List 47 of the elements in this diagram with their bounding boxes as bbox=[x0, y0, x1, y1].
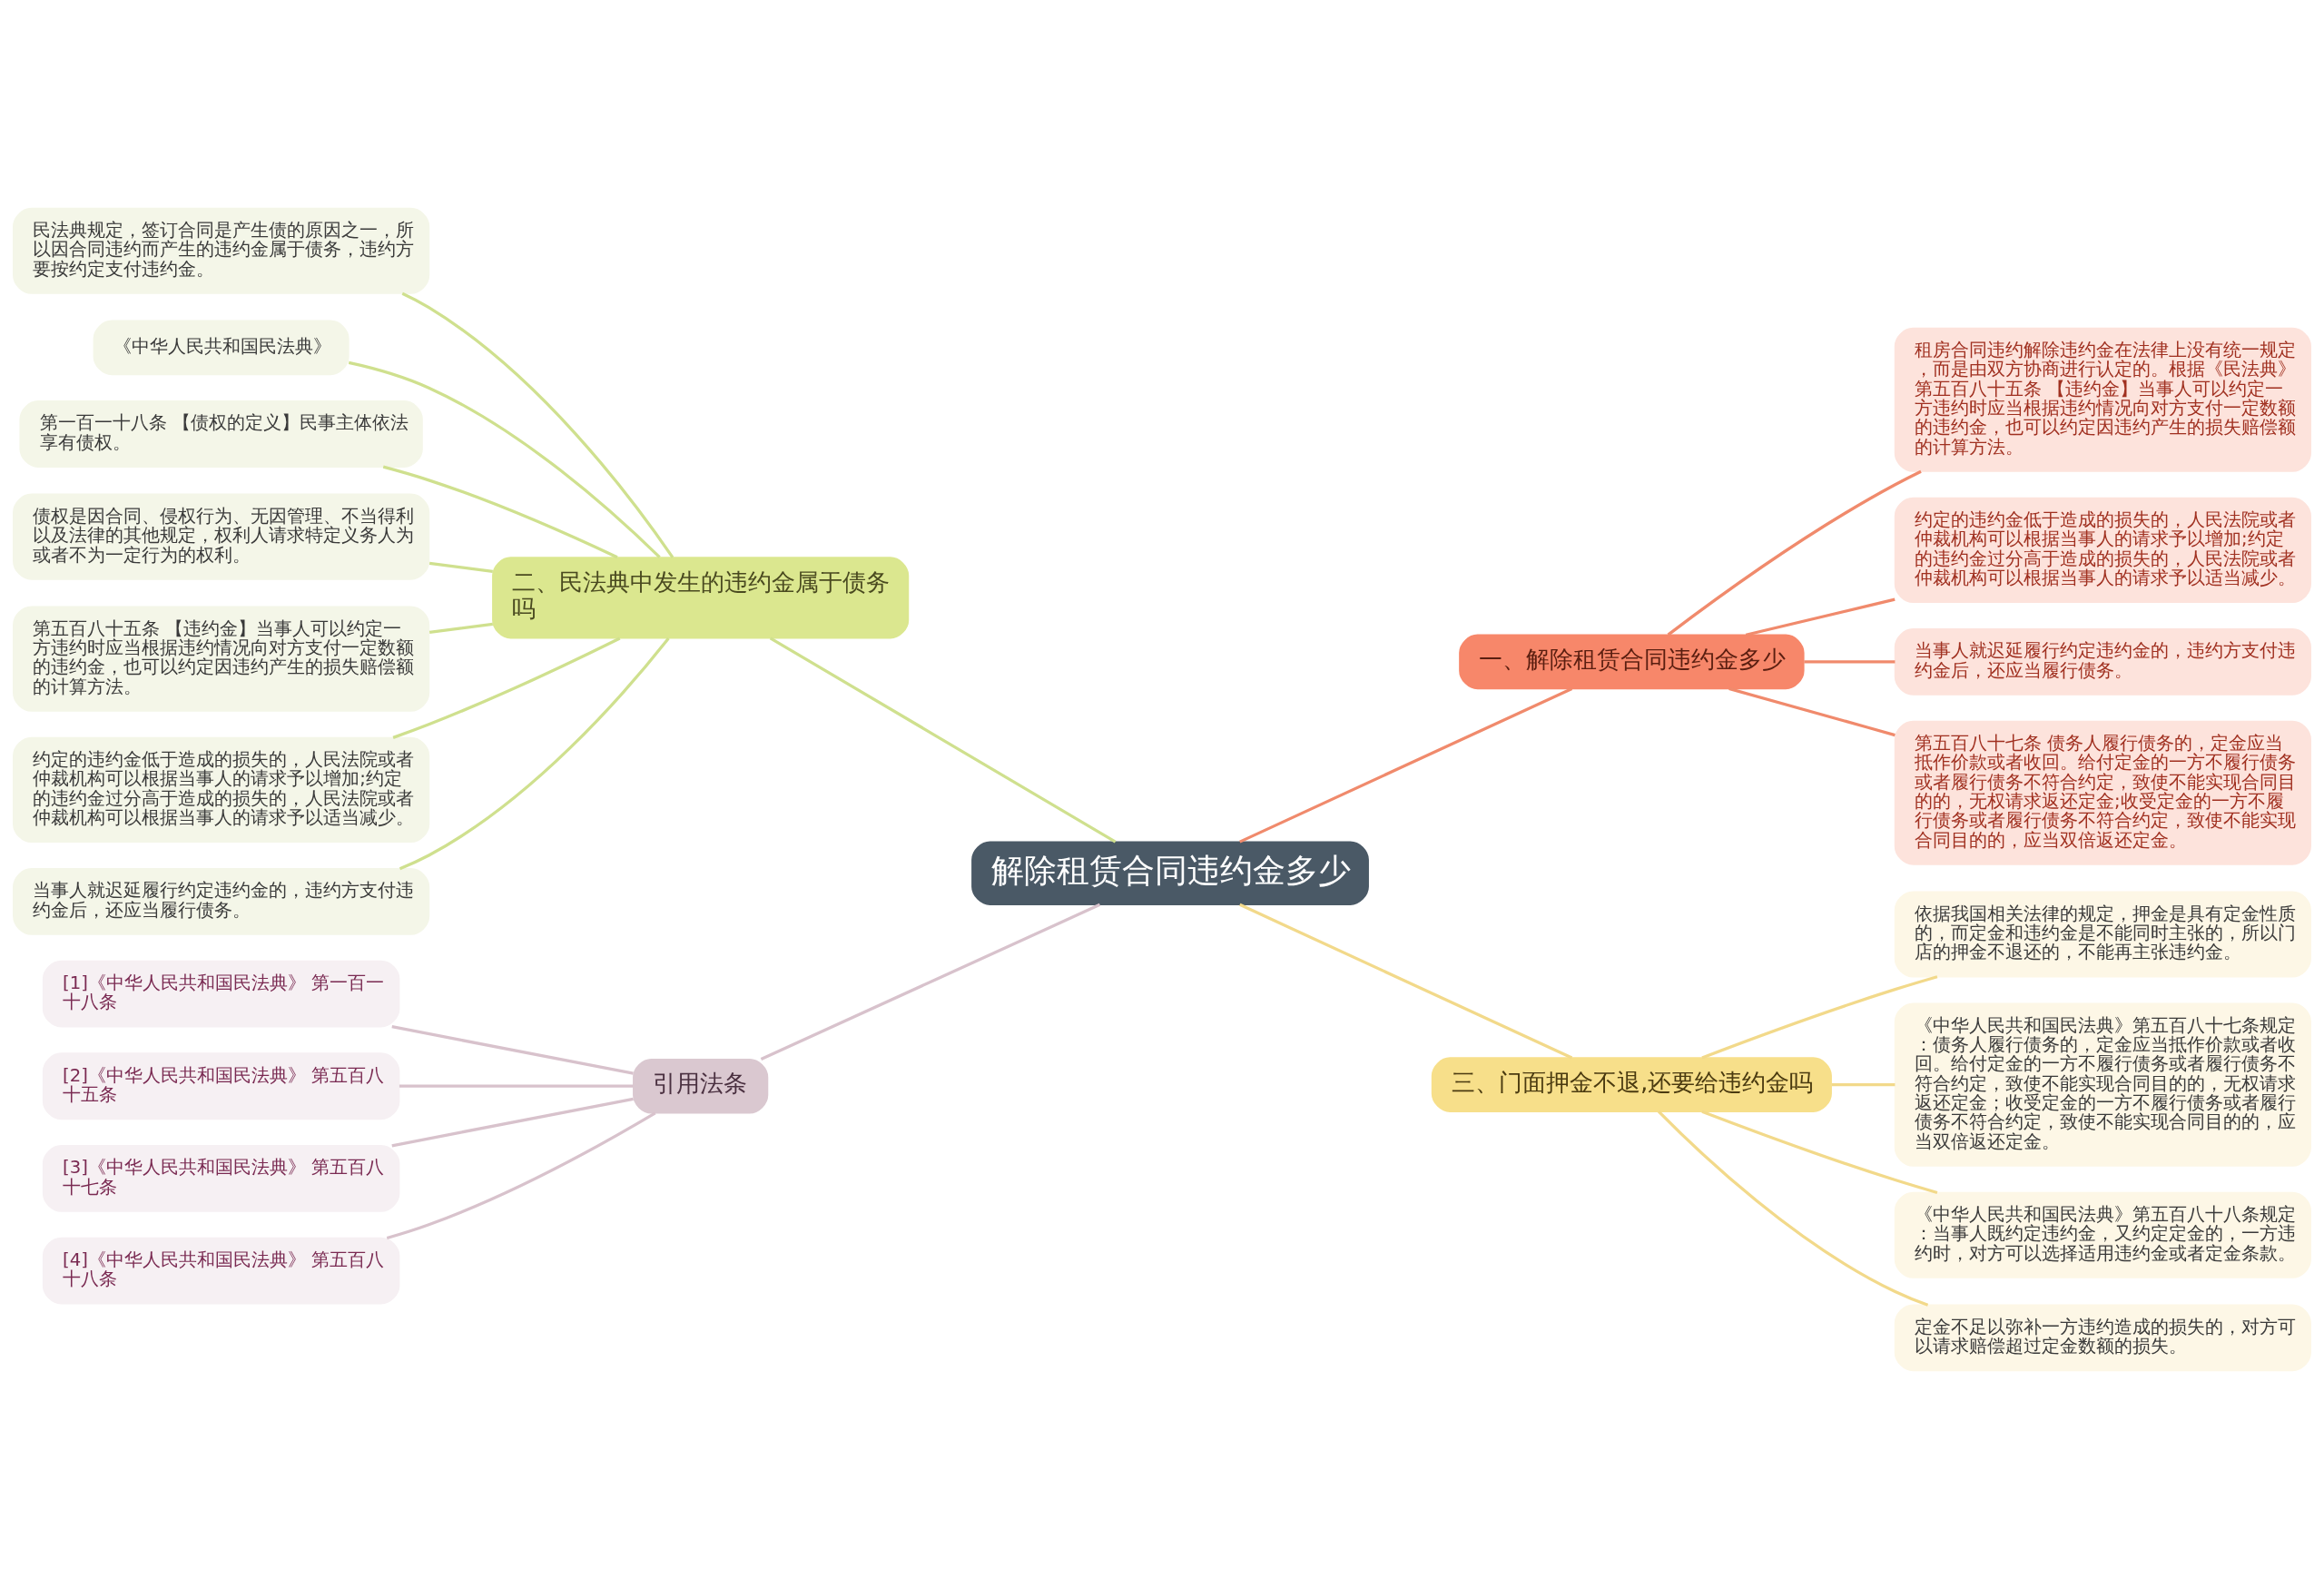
node-box: 解除租赁合同违约金多少 bbox=[971, 841, 1369, 905]
node-box: [4]《中华人民共和国民法典》 第五百八十八条 bbox=[42, 1237, 400, 1305]
connector bbox=[1728, 686, 1896, 737]
connector bbox=[1701, 975, 1938, 1060]
connector bbox=[391, 1025, 634, 1075]
node-box: 租房合同违约解除违约金在法律上没有统一规定，而是由双方协商进行认定的。根据《民法典》第五百八十五条 【违约金】当事人可以约定一方违约时应当根据违约情况向对方支付一定数额的违约金，也可以约定因违约产生的损失赔偿额的计算方法。 bbox=[1894, 327, 2311, 472]
connector bbox=[348, 360, 661, 558]
connector bbox=[399, 637, 670, 871]
connector bbox=[1239, 903, 1573, 1060]
connector bbox=[386, 1111, 656, 1240]
node-box: 当事人就迟延履行约定违约金的，违约方支付违约金后，还应当履行债务。 bbox=[1894, 628, 2311, 696]
node-box: [3]《中华人民共和国民法典》 第五百八十七条 bbox=[42, 1145, 400, 1212]
connector bbox=[1745, 597, 1896, 637]
node-box: 《中华人民共和国民法典》第五百八十八条规定：当事人既约定违约金，又约定定金的，一方违约时，对方可以选择适用违约金或者定金条款。 bbox=[1894, 1191, 2311, 1278]
node-box: 债权是因合同、侵权行为、无因管理、不当得利以及法律的其他规定，权利人请求特定义务人为或者不为一定行为的权利。 bbox=[13, 493, 430, 580]
connector bbox=[1657, 1110, 1929, 1307]
node-box: 定金不足以弥补一方违约造成的损失的，对方可以请求赔偿超过定金数额的损失。 bbox=[1894, 1304, 2311, 1372]
connector bbox=[760, 903, 1101, 1061]
node-box: 第五百八十七条 债务人履行债务的，定金应当抵作价款或者收回。给付定金的一方不履行债务或者履行债务不符合约定，致使不能实现合同目的的，无权请求返还定金;收受定金的一方不履行债务或者履行债务不符合约定，致使不能实现合同目的的，应当双倍返还定金。 bbox=[1894, 720, 2311, 865]
node-box: 引用法条 bbox=[633, 1058, 769, 1114]
connector bbox=[401, 291, 675, 558]
node-box: 约定的违约金低于造成的损失的，人民法院或者仲裁机构可以根据当事人的请求予以增加;约定的违约金过分高于造成的损失的，人民法院或者仲裁机构可以根据当事人的请求予以适当减少。 bbox=[13, 736, 430, 844]
connector bbox=[1239, 687, 1573, 844]
connector bbox=[399, 1084, 634, 1088]
connector bbox=[1701, 1110, 1938, 1195]
node-box: 第五百八十五条 【违约金】当事人可以约定一方违约时应当根据违约情况向对方支付一定数额的违约金，也可以约定因违约产生的损失赔偿额的计算方法。 bbox=[13, 606, 430, 712]
node-box: 民法典规定，签订合同是产生债的原因之一，所以因合同违约而产生的违约金属于债务，违约方要按约定支付违约金。 bbox=[13, 207, 430, 294]
node-box: 约定的违约金低于造成的损失的，人民法院或者仲裁机构可以根据当事人的请求予以增加;约定的违约金过分高于造成的损失的，人民法院或者仲裁机构可以根据当事人的请求予以适当减少。 bbox=[1894, 497, 2311, 604]
connector bbox=[428, 561, 493, 573]
connector bbox=[769, 637, 1117, 844]
node-box: [2]《中华人民共和国民法典》 第五百八十五条 bbox=[42, 1052, 400, 1120]
connector bbox=[1831, 1082, 1896, 1087]
node-box: [1]《中华人民共和国民法典》 第一百一十八条 bbox=[42, 960, 400, 1028]
node-box: 二、民法典中发生的违约金属于债务吗 bbox=[492, 557, 910, 639]
connector bbox=[382, 465, 618, 559]
connector bbox=[1804, 660, 1896, 664]
connector bbox=[392, 637, 621, 739]
node-box: 第一百一十八条 【债权的定义】民事主体依法享有债权。 bbox=[19, 400, 423, 468]
node-box: 《中华人民共和国民法典》 bbox=[93, 320, 350, 376]
node-box: 当事人就迟延履行约定违约金的，违约方支付违约金后，还应当履行债务。 bbox=[13, 868, 430, 935]
node-box: 依据我国相关法律的规定，押金是具有定金性质的，而定金和违约金是不能同时主张的，所以门店的押金不退还的，不能再主张违约金。 bbox=[1894, 891, 2311, 978]
node-box: 一、解除租赁合同违约金多少 bbox=[1459, 634, 1805, 690]
connector bbox=[428, 622, 493, 635]
connector bbox=[391, 1097, 634, 1148]
node-box: 三、门面押金不退,还要给违约金吗 bbox=[1431, 1057, 1832, 1112]
node-box: 《中华人民共和国民法典》第五百八十七条规定：债务人履行债务的，定金应当抵作价款或者收回。给付定金的一方不履行债务或者履行债务不符合约定，致使不能实现合同目的的，无权请求返还定金；收受定金的一方不履行债务或者履行债务不符合约定，致使不能实现合同目的的，应当双倍返还定金。 bbox=[1894, 1002, 2311, 1167]
connector bbox=[1667, 469, 1922, 637]
